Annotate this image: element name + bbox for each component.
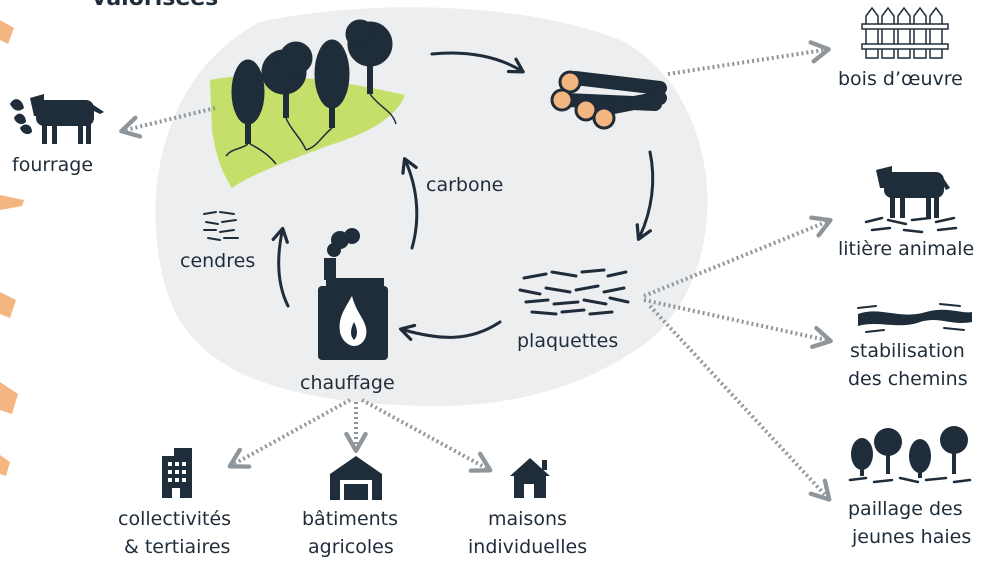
- young-trees-icon: [850, 426, 970, 482]
- building-icon: [162, 448, 192, 498]
- page-title: valorisées: [92, 0, 218, 11]
- label-fourrage: fourrage: [12, 152, 93, 179]
- label-chauffage: chauffage: [300, 370, 395, 397]
- label-plaquettes: plaquettes: [517, 328, 618, 355]
- decorative-splashes: [0, 20, 24, 476]
- house-icon: [510, 458, 550, 498]
- arrow-to-paillage: [650, 306, 826, 496]
- label-cendres: cendres: [180, 248, 255, 275]
- label-maisons-2: individuelles: [468, 534, 587, 561]
- label-stabilisation-1: stabilisation: [850, 338, 965, 365]
- fence-icon: [862, 8, 948, 58]
- label-paillage-1: paillage des: [848, 496, 963, 523]
- label-bois-oeuvre: bois d’œuvre: [838, 66, 963, 93]
- label-carbone: carbone: [426, 172, 503, 199]
- cow-grass-icon: [10, 94, 104, 144]
- label-collectivites-2: & tertiaires: [124, 534, 230, 561]
- arrow-to-collectivites: [234, 400, 350, 464]
- barn-icon: [330, 456, 382, 500]
- label-paillage-2: jeunes haies: [852, 524, 971, 551]
- label-batiments-1: bâtiments: [302, 506, 398, 533]
- label-maisons-1: maisons: [488, 506, 567, 533]
- arrow-to-bois-oeuvre: [668, 50, 824, 74]
- label-stabilisation-2: des chemins: [848, 366, 968, 393]
- cow-litter-icon: [866, 166, 956, 232]
- arrow-to-maisons: [362, 400, 486, 468]
- path-icon: [858, 304, 972, 332]
- label-litiere: litière animale: [838, 236, 974, 263]
- label-batiments-2: agricoles: [308, 534, 394, 561]
- label-collectivites-1: collectivités: [118, 506, 231, 533]
